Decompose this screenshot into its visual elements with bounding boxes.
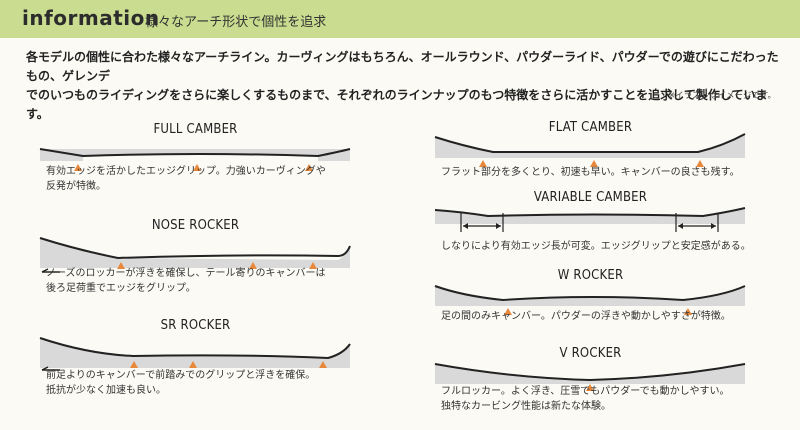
profile-name: SR ROCKER — [160, 318, 231, 333]
profile-card-sr-rocker: SR ROCKER 前足よりのキャンバーで前踏みでのグリップと浮きを確保。 抵抗… — [38, 314, 353, 404]
camber-marker — [130, 361, 138, 368]
profile-description: 足の間のみキャンバー。パウダーの浮きや動かしやすさが特徴。 — [441, 309, 751, 324]
profile-card-v-rocker: V ROCKER フルロッカー。よく浮き、圧雪でもパウダーでも動かしやすい。 独… — [433, 342, 748, 422]
profile-description: フラット部分を多くとり、初速も早い。キャンバーの良さも残す。 — [441, 165, 751, 180]
flex-zone-arrow-right — [675, 213, 719, 232]
desc-line-1: 足の間のみキャンバー。パウダーの浮きや動かしやすさが特徴。 — [441, 311, 731, 322]
header-subtitle: 様々なアーチ形状で個性を追求 — [145, 15, 327, 30]
full-camber-diagram — [39, 148, 351, 171]
profile-card-full-camber: FULL CAMBER 有効エッジを活かしたエッジグリップ。力強いカーヴィングや… — [38, 118, 353, 198]
w-rocker-diagram — [434, 285, 746, 315]
profile-card-flat-camber: FLAT CAMBER フラット部分を多くとり、初速も早い。キャンバーの良さも残… — [433, 116, 748, 186]
desc-line-2: 反発が特徴。 — [46, 181, 106, 192]
variable-camber-diagram — [434, 207, 746, 232]
sr-rocker-diagram — [39, 337, 351, 371]
profile-name: FLAT CAMBER — [548, 120, 633, 135]
illustration-note: ※イラストはイメージです。 — [668, 91, 776, 101]
camber-marker — [590, 160, 598, 167]
camber-contact-marker — [305, 164, 313, 171]
camber-marker — [586, 384, 594, 391]
desc-line-1: フルロッカー。よく浮き、圧雪でもパウダーでも動かしやすい。 — [441, 386, 730, 397]
intro-text: 各モデルの個性に合わた様々なアーチライン。カーヴィングはもちろん、オールラウンド… — [26, 48, 786, 124]
flex-zone-arrow-left — [460, 213, 504, 232]
camber-center-marker — [193, 164, 201, 171]
camber-marker — [684, 308, 692, 315]
profile-name: V ROCKER — [559, 346, 622, 361]
profile-name: FULL CAMBER — [153, 122, 238, 137]
profile-name: W ROCKER — [557, 268, 624, 283]
camber-marker — [189, 361, 197, 368]
desc-line-2: 抵抗が少なく加速も良い。 — [46, 385, 166, 396]
camber-marker — [117, 262, 125, 269]
profile-description: しなりにより有効エッジ長が可変。エッジグリップと安定感がある。 — [441, 239, 751, 254]
desc-line-1: しなりにより有効エッジ長が可変。エッジグリップと安定感がある。 — [441, 241, 751, 252]
camber-marker — [479, 160, 487, 167]
desc-line-2: 後ろ足荷重でエッジをグリップ。 — [46, 283, 196, 294]
profile-description: 前足よりのキャンバーで前踏みでのグリップと浮きを確保。 抵抗が少なく加速も良い。 — [46, 368, 356, 398]
camber-marker — [249, 262, 257, 269]
camber-marker — [504, 308, 512, 315]
desc-line-1: フラット部分を多くとり、初速も早い。キャンバーの良さも残す。 — [441, 167, 740, 178]
profile-card-nose-rocker: NOSE ROCKER ノーズのロッカーが浮きを確保し、テール寄りのキャンバーは… — [38, 214, 353, 294]
desc-line-1: 前足よりのキャンバーで前踏みでのグリップと浮きを確保。 — [46, 370, 316, 381]
profile-name: VARIABLE CAMBER — [533, 190, 648, 205]
profile-description: 有効エッジを活かしたエッジグリップ。力強いカーヴィングや 反発が特徴。 — [46, 164, 356, 194]
profile-description: フルロッカー。よく浮き、圧雪でもパウダーでも動かしやすい。 独特なカービング性能… — [441, 384, 751, 414]
camber-marker — [319, 361, 327, 368]
camber-contact-marker — [74, 164, 82, 171]
profile-card-variable-camber: VARIABLE CAMBER しなりにより有効エッジ長が可変。エッジグリップと… — [433, 186, 751, 256]
profile-name: NOSE ROCKER — [151, 218, 240, 233]
flat-camber-diagram — [434, 133, 746, 167]
desc-line-1: ノーズのロッカーが浮きを確保し、テール寄りのキャンバーは — [46, 268, 326, 279]
nose-rocker-diagram — [39, 237, 351, 273]
profile-description: ノーズのロッカーが浮きを確保し、テール寄りのキャンバーは 後ろ足荷重でエッジをグ… — [46, 266, 356, 296]
header-bar: information 様々なアーチ形状で個性を追求 — [0, 0, 800, 38]
intro-line-1: 各モデルの個性に合わた様々なアーチライン。カーヴィングはもちろん、オールラウンド… — [26, 50, 779, 83]
header-title: information — [22, 6, 160, 30]
intro-line-2: でのいつものライディングをさらに楽しくするものまで、それぞれのラインナップのもつ… — [26, 88, 768, 121]
camber-marker — [309, 262, 317, 269]
profile-card-w-rocker: W ROCKER 足の間のみキャンバー。パウダーの浮きや動かしやすさが特徴。 — [433, 264, 748, 334]
desc-line-2: 独特なカービング性能は新たな体験。 — [441, 401, 611, 412]
camber-marker — [696, 160, 704, 167]
v-rocker-diagram — [434, 363, 746, 391]
desc-line-1: 有効エッジを活かしたエッジグリップ。力強いカーヴィングや — [46, 166, 326, 177]
